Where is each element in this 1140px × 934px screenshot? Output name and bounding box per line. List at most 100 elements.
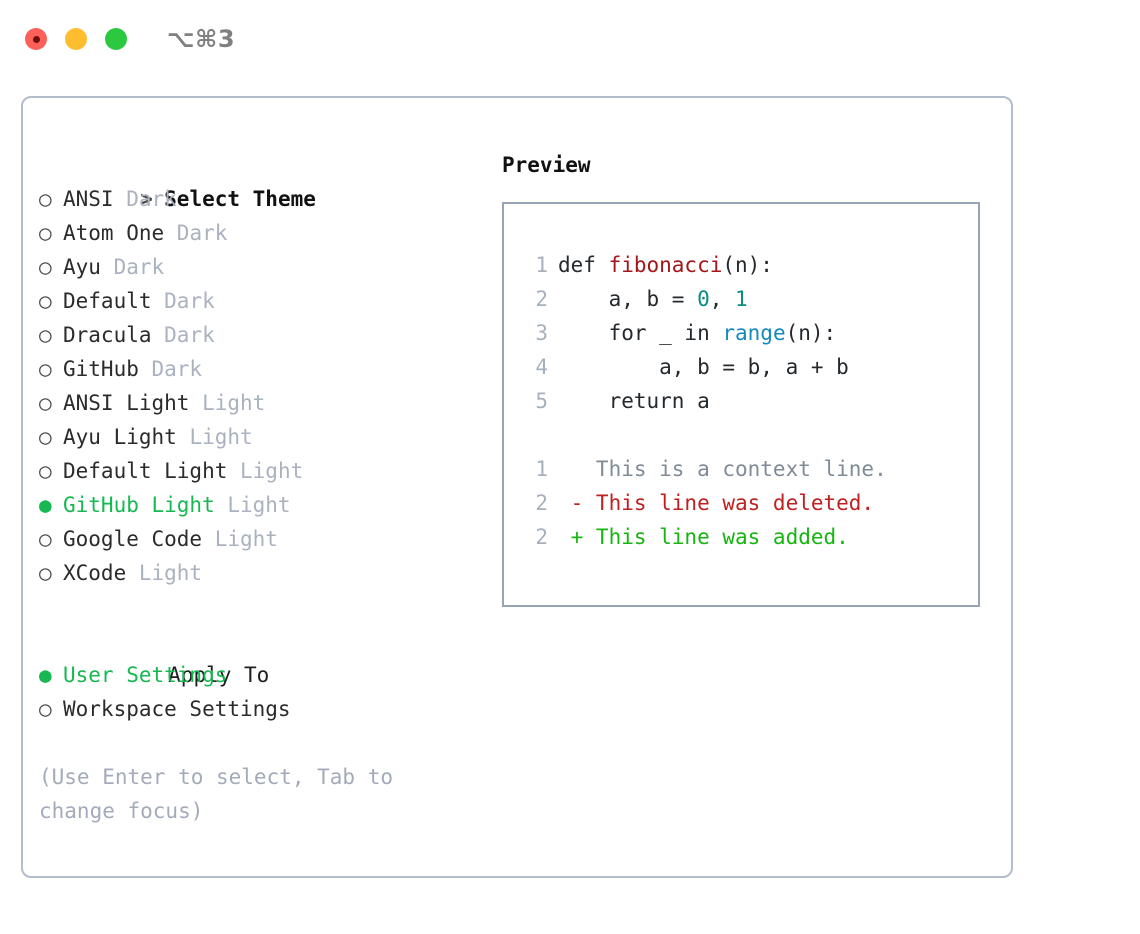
theme-list-item[interactable]: ○ Default Light Light [39,454,479,488]
apply-to-option-label: User Settings [63,663,228,687]
code-token-plain: (n): [785,321,837,345]
code-line: 1 def fibonacci(n): [504,248,978,282]
theme-variant-badge: Light [202,527,278,551]
code-line-text: return a [558,384,710,418]
diff-line: 1 This is a context line. [504,452,978,486]
theme-list-item[interactable]: ○ Dracula Dark [39,318,479,352]
code-line: 3 for _ in range(n): [504,316,978,350]
apply-to-header: Apply To [39,624,479,687]
radio-unselected-icon: ○ [39,425,52,449]
theme-variant-badge: Light [126,561,203,585]
code-token-plain: , [709,287,736,311]
title-bar: ⌥⌘3 [0,0,1140,78]
keyboard-shortcut-label: ⌥⌘3 [167,25,236,53]
code-diff-spacer [504,418,978,452]
theme-list-item[interactable]: ○ Default Dark [39,284,479,318]
diff-line-text: This is a context line. [558,457,887,481]
line-number: 4 [535,355,548,379]
code-token-plain: def [558,253,609,277]
line-number: 3 [535,321,548,345]
theme-list-item[interactable]: ○GitHub Dark [39,352,479,386]
code-line-text: for _ in range(n): [558,316,837,350]
close-button[interactable] [25,28,47,50]
theme-list-item[interactable]: ○ANSI Light Light [39,386,479,420]
close-icon [32,35,40,43]
code-token-fn: fibonacci [608,253,723,277]
code-line: 2 a, b = 0, 1 [504,282,978,316]
theme-list-item[interactable]: ○ Ayu Dark [39,250,479,284]
code-token-plain: for _ in [558,321,723,345]
diff-line-text: + This line was added. [558,525,849,549]
radio-unselected-icon: ○ [39,697,52,721]
keyboard-hint-text: (Use Enter to select, Tab to change focu… [39,765,406,823]
apply-to-option-label: Workspace Settings [63,697,291,721]
radio-unselected-icon: ○ [39,323,52,347]
theme-list-item[interactable]: ○ ANSI Dark [39,182,479,216]
radio-unselected-icon: ○ [39,187,52,211]
select-theme-header-label: Select Theme [164,187,316,211]
code-token-plain: (n): [722,253,773,277]
line-number: 1 [535,253,548,277]
theme-variant-badge: Dark [164,221,228,245]
theme-name-label: GitHub Light [63,493,215,517]
theme-variant-badge: Dark [100,255,165,279]
radio-unselected-icon: ○ [39,357,52,381]
line-number: 5 [535,389,548,413]
zoom-button[interactable] [105,28,127,50]
theme-list-item[interactable]: ○ XCode Light [39,556,479,590]
theme-list-item[interactable]: ○Google Code Light [39,522,479,556]
code-token-plain: a, b = b, a + b [558,355,849,379]
theme-name-label: XCode [63,561,127,585]
radio-unselected-icon: ○ [39,561,52,585]
prompt-icon: > [140,187,153,211]
theme-name-label: ANSI Light [63,391,190,415]
theme-selector-panel: >Select Theme ○ANSI Dark○Atom One Dark○A… [21,96,1013,878]
diff-line: 2 - This line was deleted. [504,486,978,520]
radio-unselected-icon: ○ [39,221,52,245]
diff-sample: 1 This is a context line.2 - This line w… [504,452,978,554]
code-line: 4 a, b = b, a + b [504,350,978,384]
theme-name-label: GitHub [63,357,139,381]
theme-name-label: ANSI [63,187,114,211]
theme-list-item[interactable]: ● GitHub Light Light [39,488,479,522]
theme-name-label: Default [63,289,152,313]
theme-list[interactable]: ○ ANSI Dark ○ Atom One Dark ○ Ayu Dark ○ Defaul… [39,182,479,590]
apply-to-options[interactable]: ● User Settings ○ Workspace Settings [39,658,479,726]
theme-variant-badge: Dark [113,187,177,211]
theme-variant-badge: Light [189,391,266,415]
theme-list-item[interactable]: ○ Atom One Dark [39,216,479,250]
theme-variant-badge: Light [214,493,291,517]
minimize-button[interactable] [65,28,87,50]
theme-variant-badge: Light [227,459,304,483]
apply-to-header-label: Apply To [168,663,270,687]
theme-name-label: Ayu Light [63,425,177,449]
theme-variant-badge: Dark [151,323,215,347]
code-line-text: a, b = 0, 1 [558,282,748,316]
theme-name-label: Ayu [63,255,101,279]
radio-selected-icon: ● [39,493,52,517]
radio-selected-icon: ● [39,663,52,687]
theme-name-label: Atom One [63,221,165,245]
code-token-plain: a, b = [558,287,698,311]
preview-title: Preview [502,153,591,177]
radio-unselected-icon: ○ [39,289,52,313]
code-token-num: 0 [697,287,710,311]
theme-variant-badge: Dark [151,289,215,313]
theme-variant-badge: Light [176,425,253,449]
code-token-call: range [722,321,786,345]
diff-line-number: 2 [535,525,548,549]
apply-to-option[interactable]: ● User Settings [39,658,479,692]
radio-unselected-icon: ○ [39,255,52,279]
code-line-text: a, b = b, a + b [558,350,849,384]
apply-to-option[interactable]: ○ Workspace Settings [39,692,479,726]
radio-unselected-icon: ○ [39,459,52,483]
diff-line-number: 1 [535,457,548,481]
diff-line-text: - This line was deleted. [558,491,875,515]
theme-name-label: Default Light [63,459,228,483]
theme-name-label: Dracula [63,323,152,347]
theme-list-item[interactable]: ○ Ayu Light Light [39,420,479,454]
line-number: 2 [535,287,548,311]
theme-name-label: Google Code [63,527,203,551]
